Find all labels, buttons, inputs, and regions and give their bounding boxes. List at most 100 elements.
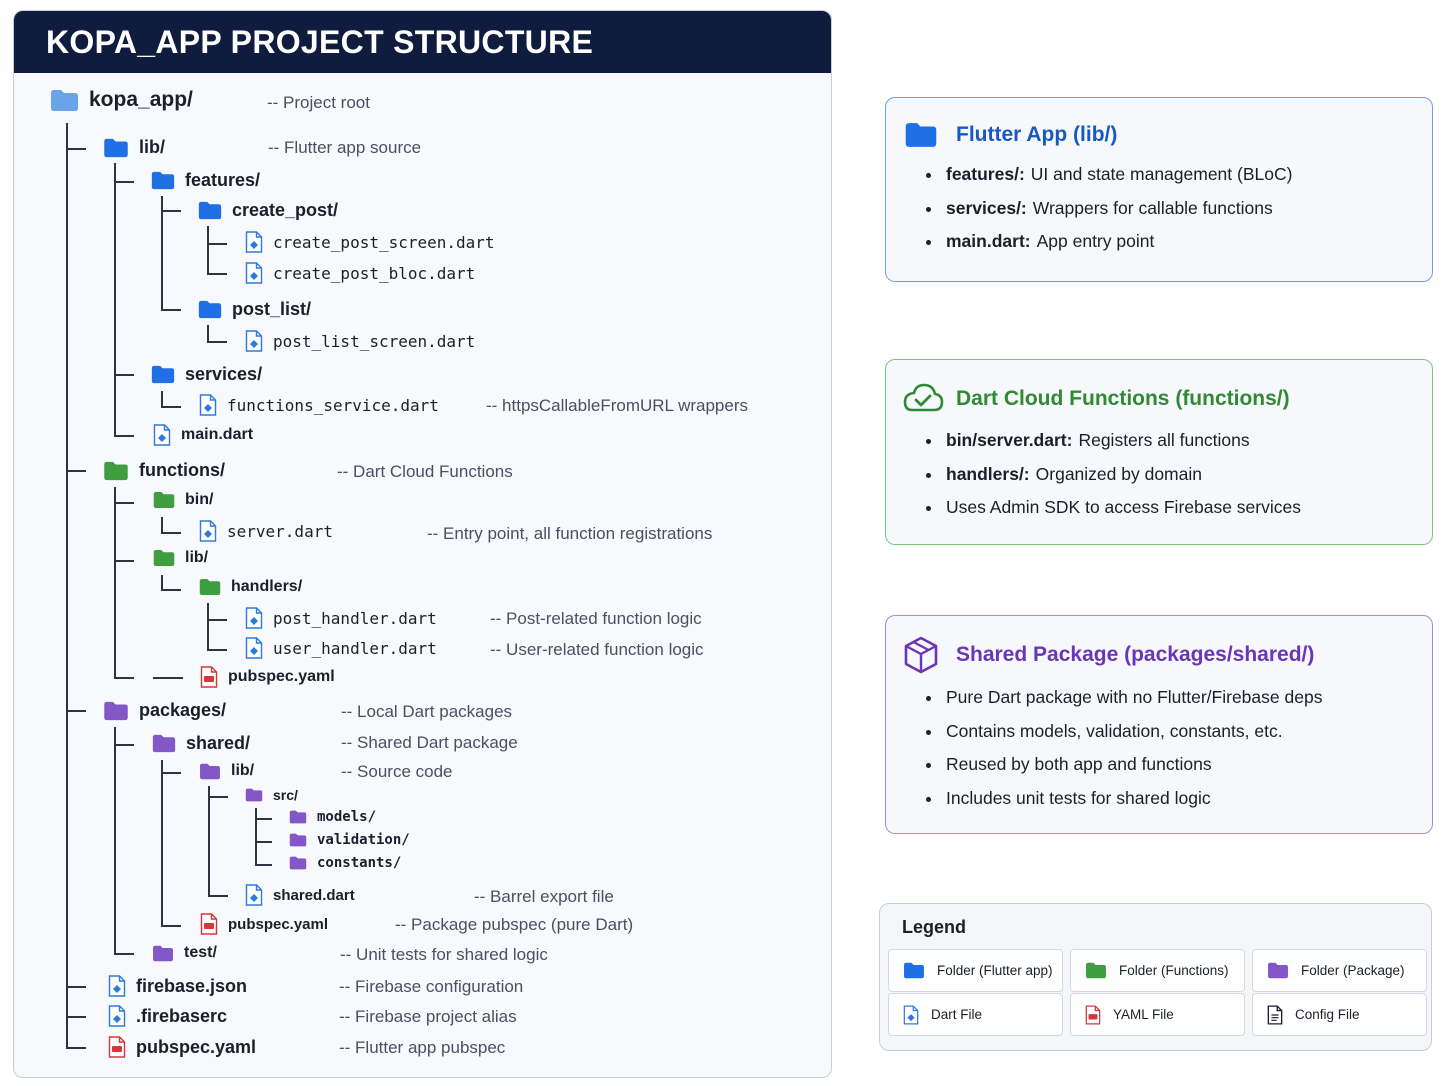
tree-node-shared[interactable]: shared/ [152, 733, 250, 754]
bullet-text: Registers all functions [1078, 430, 1250, 450]
tree-node-create-post-screen[interactable]: create_post_screen.dart [245, 231, 495, 253]
card-bullet: bin/server.dart:Registers all functions [924, 424, 1301, 458]
tree-connector [255, 808, 257, 865]
bullet-text: Uses Admin SDK to access Firebase servic… [946, 497, 1301, 518]
tree-node-models[interactable]: models/ [289, 809, 376, 825]
tree-panel: KOPA_APP PROJECT STRUCTURE [13, 10, 832, 1078]
bullet-text: Reused by both app and functions [946, 754, 1212, 775]
tree-connector [66, 148, 86, 150]
tree-comment: -- Entry point, all function registratio… [427, 524, 713, 543]
tree-node-label: pubspec.yaml [228, 915, 329, 933]
tree-node-services[interactable]: services/ [151, 364, 262, 385]
tree-node-label: .firebaserc [136, 1005, 228, 1026]
folder-icon [104, 701, 128, 720]
bullet-text: Pure Dart package with no Flutter/Fireba… [946, 687, 1323, 707]
tree-node-label: packages/ [139, 700, 227, 720]
tree-node-label: lib/ [139, 137, 165, 157]
tree-node-root-pubspec[interactable]: pubspec.yaml [108, 1036, 256, 1058]
tree-node-create-post[interactable]: create_post/ [198, 200, 338, 221]
config-file-icon [1267, 1004, 1283, 1025]
tree-connector [207, 325, 209, 342]
legend-label: Folder (Package) [1301, 963, 1405, 978]
bullet-text: Includes unit tests for shared logic [946, 787, 1211, 808]
card-bullet: Uses Admin SDK to access Firebase servic… [924, 491, 1301, 525]
tree-node-post-handler[interactable]: post_handler.dart [245, 607, 437, 629]
tree-node-kopa-app[interactable]: kopa_app/ [50, 88, 193, 112]
tree-comment: -- User-related function logic [490, 640, 704, 659]
card-bullet-list: features/:UI and state management (BLoC)… [924, 158, 1292, 259]
dart-file-icon [245, 607, 263, 629]
tree-connector [207, 649, 227, 651]
tree-node-label: constants/ [317, 855, 402, 871]
tree-node-features[interactable]: features/ [151, 170, 260, 191]
tree-node-bin[interactable]: bin/ [153, 491, 213, 509]
tree-connector [255, 818, 272, 820]
tree-node-label: shared/ [186, 733, 251, 753]
legend-item-config-file: Config File [1252, 993, 1427, 1036]
tree-connector [114, 435, 134, 437]
folder-icon [905, 123, 937, 147]
tree-node-src[interactable]: src/ [245, 787, 298, 803]
tree-connector [114, 163, 116, 436]
tree-connector [114, 487, 116, 678]
card-bullet: handlers/:Organized by domain [924, 458, 1301, 492]
tree-connector [255, 864, 272, 866]
tree-node-label: validation/ [317, 832, 410, 848]
tree-node-firebaserc[interactable]: .firebaserc [108, 1005, 227, 1027]
cloud-check-icon [903, 383, 944, 412]
tree-node-label: functions/ [139, 460, 225, 480]
folder-icon [1268, 962, 1288, 979]
bullet-key: services/: [946, 197, 1027, 218]
tree-node-label: bin/ [185, 491, 214, 508]
tree-connector [207, 226, 209, 274]
tree-node-functions-service[interactable]: functions_service.dart [199, 394, 439, 416]
tree-node-shared-dart[interactable]: shared.dart [245, 884, 355, 906]
tree-node-label: features/ [185, 170, 261, 190]
tree-node-constants[interactable]: constants/ [289, 855, 401, 871]
legend-item-dart-file: Dart File [888, 993, 1063, 1036]
bullet-key: bin/server.dart: [946, 430, 1073, 450]
yaml-file-icon [200, 913, 218, 935]
dart-file-icon [903, 1004, 919, 1025]
tree-node-fn-lib[interactable]: lib/ [153, 549, 208, 567]
shared-package-card: Shared Package (packages/shared/) Pure D… [885, 615, 1433, 834]
tree-node-functions[interactable]: functions/ [103, 460, 225, 481]
card-bullet: Pure Dart package with no Flutter/Fireba… [924, 681, 1322, 715]
card-bullet: Includes unit tests for shared logic [924, 782, 1322, 816]
dart-file-icon [245, 884, 263, 906]
tree-node-fn-pubspec[interactable]: pubspec.yaml [200, 666, 335, 688]
legend-label: YAML File [1113, 1007, 1174, 1022]
tree-connector [161, 309, 181, 311]
tree-node-label: shared.dart [273, 886, 355, 904]
dart-file-icon [108, 975, 126, 997]
tree-node-label: pubspec.yaml [228, 668, 335, 685]
tree-node-label: src/ [273, 787, 298, 803]
tree-node-create-post-bloc[interactable]: create_post_bloc.dart [245, 262, 475, 284]
tree-node-server-dart[interactable]: server.dart [199, 520, 333, 542]
legend-label: Dart File [931, 1007, 983, 1022]
tree-node-lib[interactable]: lib/ [103, 137, 165, 158]
tree-node-post-list[interactable]: post_list/ [198, 299, 311, 320]
tree-node-firebase-json[interactable]: firebase.json [108, 975, 247, 997]
tree-comment: -- Post-related function logic [490, 609, 702, 628]
tree-connector [207, 619, 227, 621]
tree-node-test[interactable]: test/ [152, 944, 217, 962]
legend-item-flutter-folder: Folder (Flutter app) [888, 949, 1063, 992]
card-bullet: Reused by both app and functions [924, 748, 1322, 782]
tree-connector [66, 123, 68, 1048]
tree-node-validation[interactable]: validation/ [289, 832, 410, 848]
tree-node-shared-lib[interactable]: lib/ [199, 762, 254, 780]
tree-connector [161, 406, 181, 408]
tree-connector [161, 196, 163, 309]
card-bullet: services/:Wrappers for callable function… [924, 192, 1292, 226]
tree-node-shared-pubspec[interactable]: pubspec.yaml [200, 913, 328, 935]
tree-node-post-list-screen[interactable]: post_list_screen.dart [245, 330, 475, 352]
dart-file-icon [153, 424, 171, 446]
tree-node-main-dart[interactable]: main.dart [153, 424, 253, 446]
tree-node-user-handler[interactable]: user_handler.dart [245, 637, 437, 659]
tree-connector [161, 391, 163, 407]
tree-node-handlers[interactable]: handlers/ [199, 578, 302, 596]
tree-node-packages[interactable]: packages/ [103, 700, 226, 721]
tree-comment: -- Project root [267, 93, 370, 112]
yaml-file-icon [1085, 1004, 1101, 1025]
